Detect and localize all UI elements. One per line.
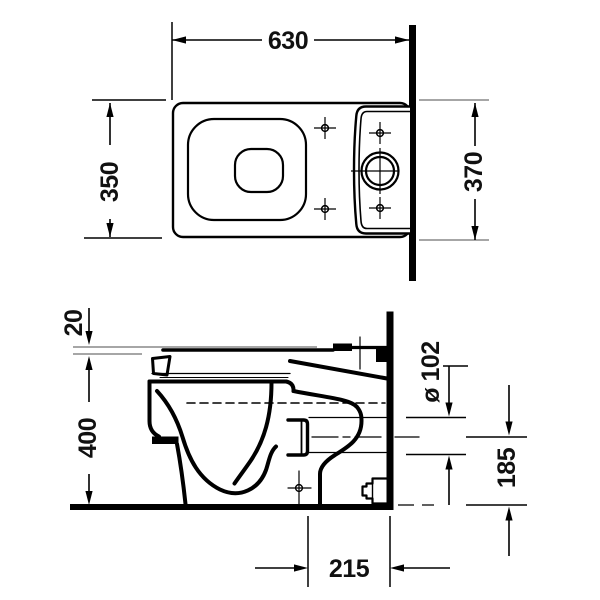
plan-wall: [409, 25, 416, 281]
tank-fixing-point-icon: [369, 197, 391, 219]
dim-label-350: 350: [96, 162, 124, 202]
flush-valve-icon: [351, 148, 400, 194]
dimension-400: 400: [74, 356, 102, 505]
dimension-630: 630: [171, 22, 409, 100]
dim-label-370: 370: [460, 152, 488, 192]
outlet-spigot: [286, 418, 310, 457]
dim-label-185: 185: [493, 447, 521, 488]
dim-label-215: 215: [329, 555, 370, 583]
dimension-20: 20: [60, 308, 93, 345]
dim-label-o102: ø 102: [417, 341, 445, 402]
plan-view: 630 350 370: [84, 22, 489, 281]
plan-cistern-outer: [352, 105, 410, 235]
dim-label-400: 400: [74, 418, 102, 458]
dimension-370: 370: [419, 99, 489, 241]
plan-cistern-inner: [358, 110, 410, 230]
hinge-fixing-point-icon: [314, 117, 336, 139]
side-wall: [386, 311, 394, 510]
dim-label-20: 20: [60, 310, 88, 337]
side-toilet-profile: [147, 336, 420, 506]
plan-bowl-opening: [233, 147, 285, 194]
floor-fixing-point-icon: [287, 470, 312, 506]
tank-fixing-point-icon: [369, 122, 391, 144]
dimension-outlet-diameter: ø 102: [398, 341, 468, 506]
dim-label-630: 630: [268, 27, 308, 55]
drain-connector-icon: [361, 477, 389, 505]
floor-line: [70, 504, 394, 510]
hinge-fixing-point-icon: [314, 198, 336, 220]
dimension-185: 185: [466, 385, 527, 556]
dimension-350: 350: [84, 99, 166, 239]
side-view: 20 400 ø 102: [60, 308, 527, 587]
dimension-215: 215: [255, 516, 450, 587]
